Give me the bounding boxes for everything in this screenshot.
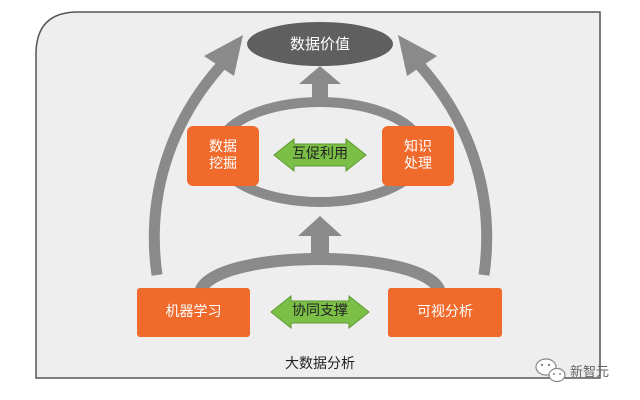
node-upper-right xyxy=(382,126,454,186)
outer-right-arrowhead xyxy=(398,35,437,76)
center-upper-stem xyxy=(312,80,328,104)
center-lower-stem xyxy=(311,231,329,261)
node-lower-left xyxy=(137,288,250,337)
diagram-caption: 大数据分析 xyxy=(285,356,355,373)
lower-right-node-label: 可视分析 xyxy=(417,303,473,320)
lower-middle-label: 协同支撑 xyxy=(292,303,348,320)
wechat-logo-icon xyxy=(535,358,566,383)
upper-left-node-label: 数据 挖掘 xyxy=(209,138,237,173)
center-lower-arrowhead xyxy=(298,216,342,236)
watermark-text: 新智元 xyxy=(570,364,610,380)
upper-middle-label: 互促利用 xyxy=(292,146,348,163)
node-lower-right xyxy=(388,288,502,337)
node-top-oval xyxy=(247,22,393,66)
upper-right-node-label: 知识 处理 xyxy=(404,138,432,173)
panel-background xyxy=(35,11,601,379)
lower-left-node-label: 机器学习 xyxy=(165,303,222,320)
node-upper-middle xyxy=(273,137,367,173)
node-upper-left xyxy=(187,126,259,186)
outer-right-arrow xyxy=(409,54,493,276)
outer-left-arrow xyxy=(148,54,232,276)
top-node-label: 数据价值 xyxy=(289,34,350,53)
center-upper-arrowhead xyxy=(299,66,341,84)
node-lower-middle xyxy=(270,294,370,330)
outer-left-arrowhead xyxy=(204,35,243,76)
